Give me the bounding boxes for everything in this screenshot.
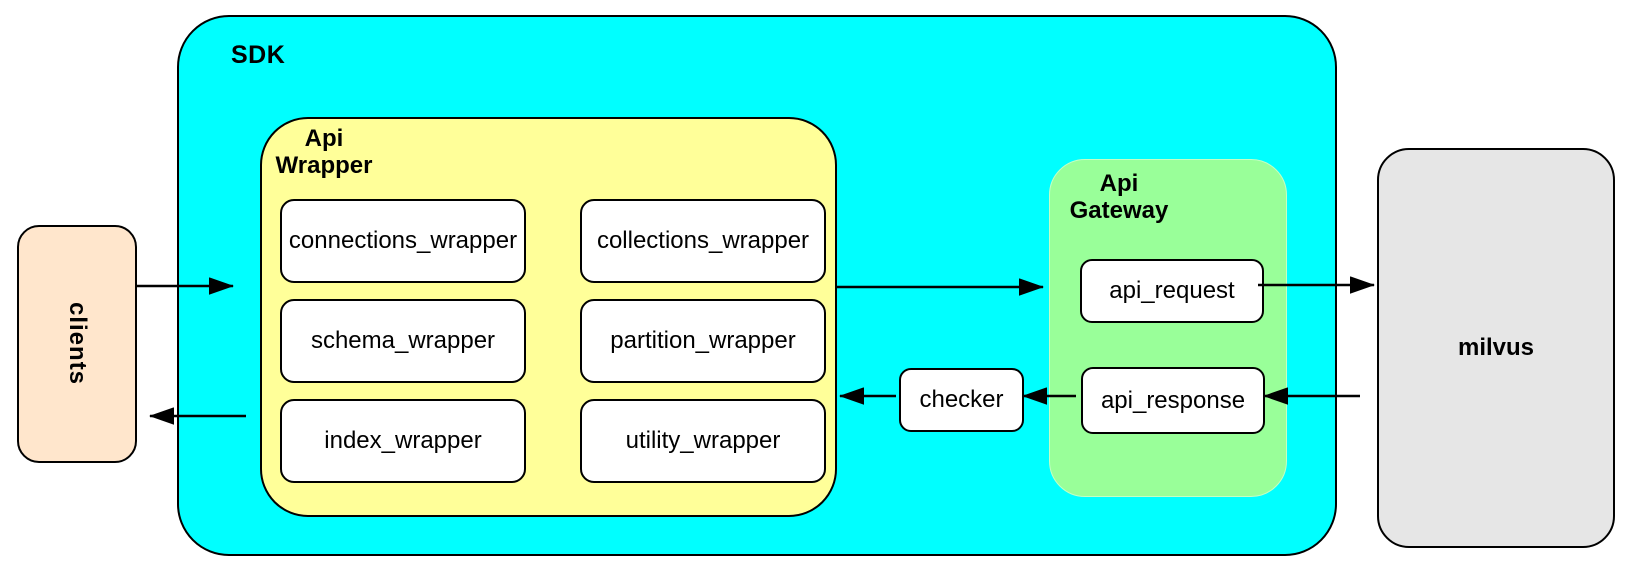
node-index-wrapper-label: index_wrapper [324, 427, 482, 454]
node-index-wrapper: index_wrapper [280, 399, 526, 483]
node-utility-wrapper-label: utility_wrapper [625, 427, 781, 454]
node-api-response-label: api_response [1100, 386, 1246, 414]
api-gateway-label-line2: Gateway [1069, 197, 1169, 224]
api-gateway-label-line1: Api [1099, 170, 1139, 197]
sdk-label: SDK [231, 41, 286, 69]
node-api-request: api_request [1080, 259, 1264, 323]
clients-box: clients [17, 225, 137, 463]
api-gateway-label: Api Gateway [1057, 170, 1181, 224]
node-checker-label: checker [919, 386, 1004, 413]
node-collections-wrapper: collections_wrapper [580, 199, 826, 283]
node-api-request-label: api_request [1109, 277, 1235, 304]
node-utility-wrapper: utility_wrapper [580, 399, 826, 483]
node-connections-wrapper: connections_wrapper [280, 199, 526, 283]
node-schema-wrapper-label: schema_wrapper [310, 327, 496, 354]
milvus-box: milvus [1377, 148, 1615, 548]
api-wrapper-label: Api Wrapper [260, 125, 388, 179]
api-wrapper-container: Api Wrapper connections_wrapper collecti… [260, 117, 837, 517]
node-connections-wrapper-label: connections_wrapper [288, 227, 518, 254]
sdk-container: SDK Api Wrapper connections_wrapper coll… [177, 15, 1337, 556]
node-collections-wrapper-label: collections_wrapper [596, 227, 810, 254]
node-schema-wrapper: schema_wrapper [280, 299, 526, 383]
node-checker: checker [899, 368, 1024, 432]
node-partition-wrapper: partition_wrapper [580, 299, 826, 383]
milvus-label: milvus [1457, 334, 1535, 361]
clients-label: clients [64, 302, 91, 386]
api-wrapper-label-line2: Wrapper [275, 152, 373, 179]
api-gateway-container: Api Gateway api_request api_response [1049, 159, 1287, 497]
api-wrapper-label-line1: Api [304, 125, 344, 152]
node-partition-wrapper-label: partition_wrapper [610, 327, 796, 354]
node-api-response: api_response [1081, 367, 1265, 434]
